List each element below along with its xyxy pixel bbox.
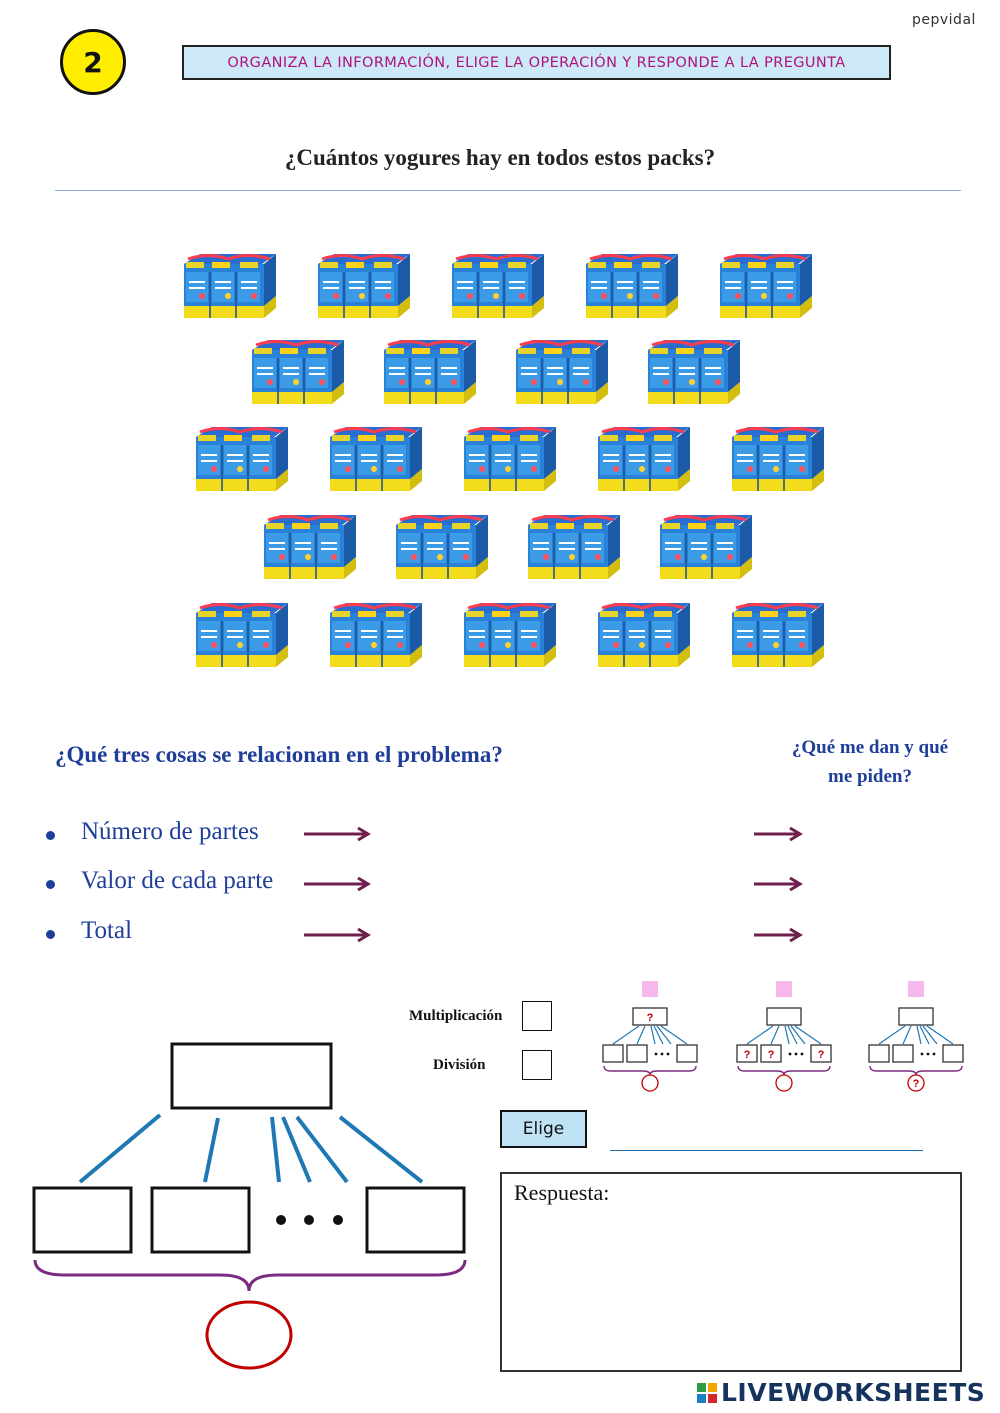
side-question: ¿Qué me dan y qué me piden? [791, 737, 949, 787]
yogurt-pack-image [324, 423, 428, 497]
diagram-part-box [32, 1186, 133, 1254]
yogurt-pack-image [378, 336, 482, 410]
division-label: División [433, 1057, 486, 1073]
relation-item-total: Total [81, 917, 133, 944]
multiplication-checkbox[interactable] [522, 1001, 552, 1031]
bullet-icon [46, 930, 55, 939]
liveworksheets-logo: LIVEWORKSHEETS [697, 1378, 985, 1407]
svg-text:?: ? [647, 1012, 654, 1024]
relation-item-parts: Número de partes [81, 818, 259, 845]
answer-box[interactable] [500, 1172, 962, 1372]
given-asked-input-total[interactable] [812, 916, 962, 950]
svg-text:?: ? [913, 1078, 920, 1090]
model-card-1[interactable]: ? [601, 980, 699, 1092]
arrow-icon [754, 876, 803, 892]
yogurt-pack-image [592, 423, 696, 497]
yogurt-pack-image [726, 599, 830, 673]
bullet-icon [46, 880, 55, 889]
relation-input-total[interactable] [380, 916, 740, 950]
problem-question: ¿Cuántos yogures hay en todos estos pack… [284, 145, 716, 170]
diagram-total-box [170, 1042, 333, 1110]
division-checkbox[interactable] [522, 1050, 552, 1080]
exercise-number-badge: 2 [60, 29, 126, 95]
liveworksheets-mark-icon [697, 1382, 717, 1403]
yogurt-pack-image [324, 599, 428, 673]
multiplication-label: Multiplicación [409, 1008, 503, 1024]
yogurt-pack-image [592, 599, 696, 673]
yogurt-pack-image [510, 336, 614, 410]
liveworksheets-wordmark: LIVEWORKSHEETS [721, 1378, 986, 1407]
yogurt-pack-image [446, 250, 550, 324]
relation-input-value[interactable] [380, 866, 740, 900]
svg-text:?: ? [818, 1049, 825, 1061]
relation-item-value: Valor de cada parte [81, 867, 274, 894]
answer-label: Respuesta: [514, 1180, 610, 1205]
yogurt-pack-image [654, 511, 758, 585]
yogurt-pack-image [190, 423, 294, 497]
bullet-icon [46, 831, 55, 840]
instruction-banner: ORGANIZA LA INFORMACIÓN, ELIGE LA OPERAC… [182, 45, 891, 80]
yogurt-pack-image [190, 599, 294, 673]
svg-text:?: ? [744, 1049, 751, 1061]
brace [33, 1259, 467, 1292]
diagram-total-circle [205, 1300, 293, 1370]
yogurt-pack-image [390, 511, 494, 585]
choose-label: Elige [500, 1110, 587, 1148]
arrow-icon [754, 826, 803, 842]
diagram-part-box [150, 1186, 251, 1254]
arrow-icon [304, 876, 371, 892]
given-asked-input-parts[interactable] [812, 816, 962, 850]
yogurt-pack-image [580, 250, 684, 324]
relation-input-parts[interactable] [380, 816, 740, 850]
yogurt-pack-image [714, 250, 818, 324]
yogurt-pack-image [258, 511, 362, 585]
yogurt-pack-image [246, 336, 350, 410]
yogurt-pack-image [522, 511, 626, 585]
answer-line [610, 1150, 923, 1151]
given-asked-input-value[interactable] [812, 866, 962, 900]
arrow-icon [304, 826, 371, 842]
yogurt-pack-image [312, 250, 416, 324]
yogurt-pack-image [458, 599, 562, 673]
relations-heading: ¿Qué tres cosas se relacionan en el prob… [55, 742, 503, 767]
svg-text:?: ? [768, 1049, 775, 1061]
yogurt-pack-image [726, 423, 830, 497]
arrow-icon [304, 927, 371, 943]
part-whole-diagram [32, 1042, 467, 1370]
model-card-3[interactable]: ? [867, 980, 965, 1092]
model-card-2[interactable]: ??? [735, 980, 833, 1092]
divider-line [55, 190, 961, 191]
yogurt-pack-image [178, 250, 282, 324]
diagram-part-box [365, 1186, 466, 1254]
author-credit: pepvidal [912, 12, 976, 28]
yogurt-pack-image [458, 423, 562, 497]
arrow-icon [754, 927, 803, 943]
choose-answer-input[interactable] [610, 1118, 923, 1148]
yogurt-pack-image [642, 336, 746, 410]
